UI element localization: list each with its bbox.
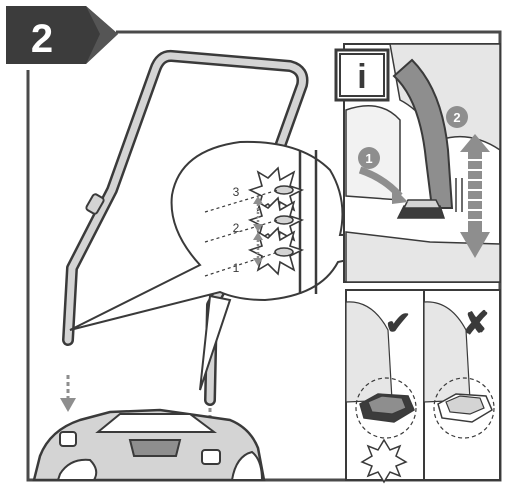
correct-example-panel: ✔	[346, 290, 424, 482]
handle-socket-right	[202, 450, 220, 464]
notch-label-3: 3	[233, 185, 240, 199]
correct-check-icon: ✔	[385, 305, 412, 341]
click-burst-icon	[362, 440, 406, 482]
info-badge: i	[336, 50, 388, 100]
notch-label-1: 1	[233, 261, 240, 275]
handle-socket-left	[60, 432, 76, 446]
incorrect-cross-icon: ✘	[463, 305, 490, 341]
insert-arrow-left	[60, 375, 76, 412]
mower-body	[34, 410, 264, 480]
step-number: 2	[31, 17, 53, 61]
step-badge: 2	[6, 6, 118, 64]
incorrect-example-panel: ✘	[424, 290, 500, 480]
info-icon: i	[357, 58, 366, 96]
callout-1-label: 1	[365, 151, 372, 166]
notch-label-2: 2	[233, 221, 240, 235]
callout-2-label: 2	[453, 110, 460, 125]
